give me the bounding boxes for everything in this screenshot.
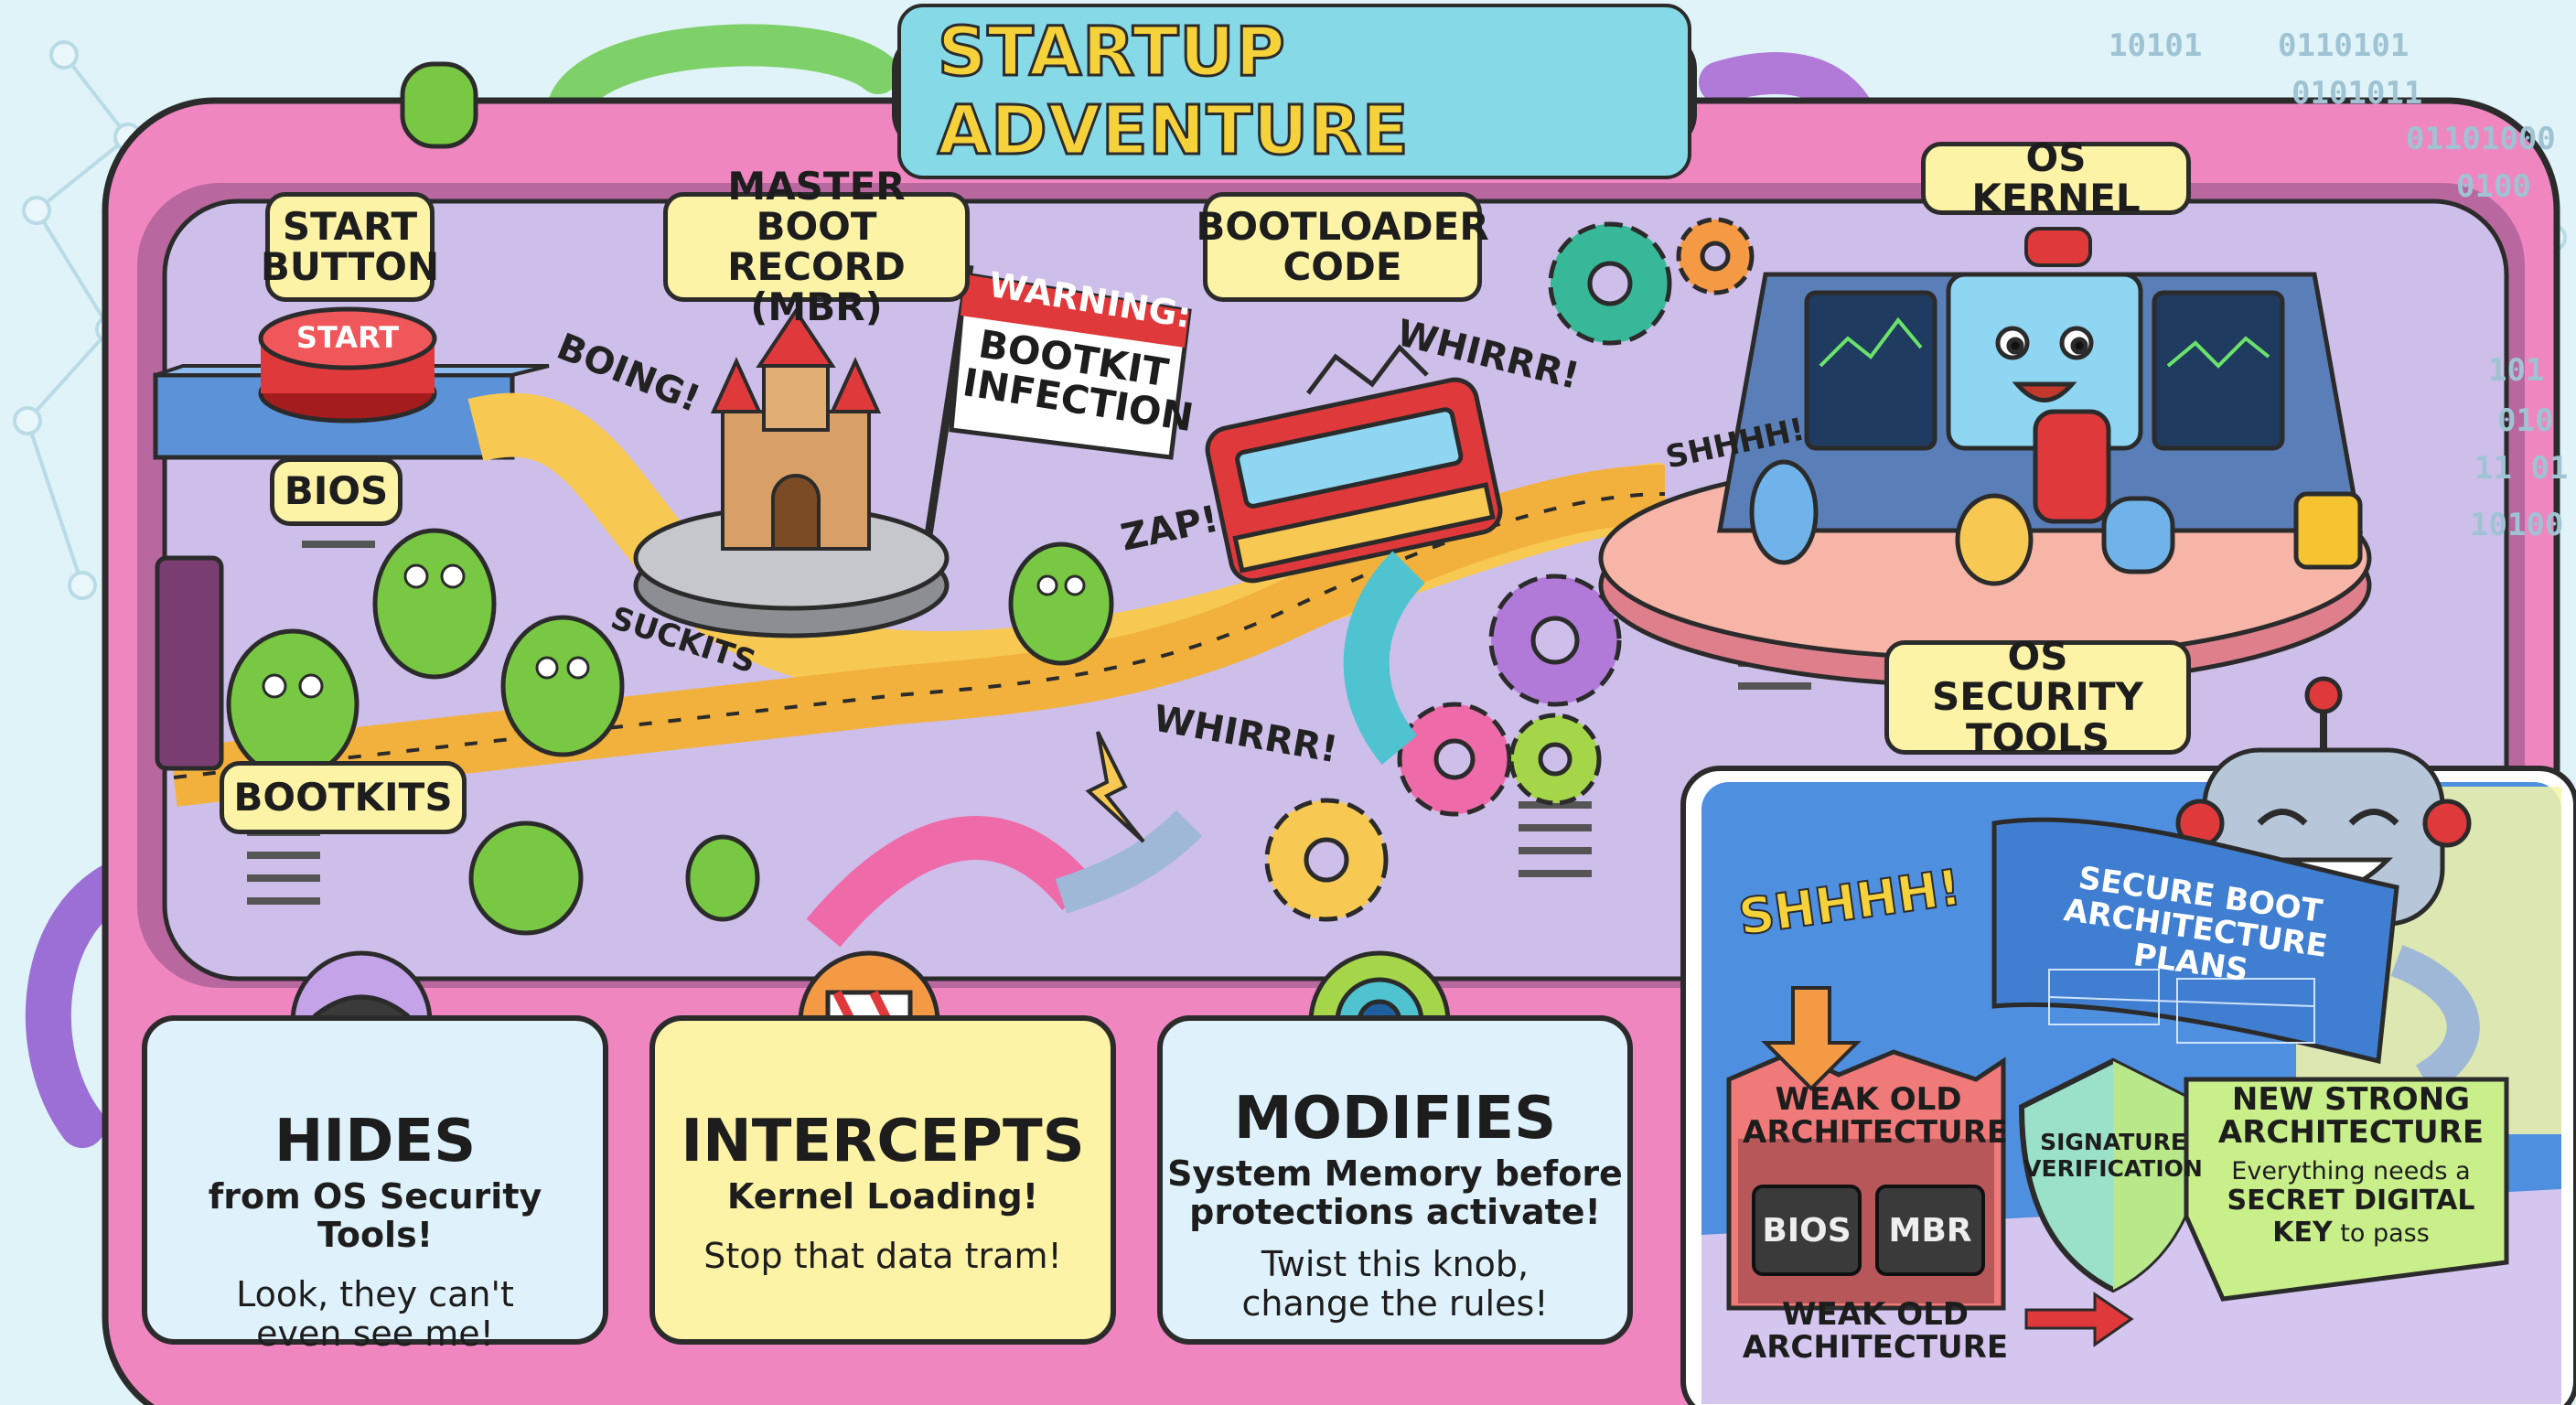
- binary-text-6: 101: [2488, 352, 2545, 389]
- binary-text-2: 0110101: [2278, 27, 2410, 64]
- pipe-top-left: [546, 24, 899, 131]
- monster-eyes: [262, 563, 1086, 699]
- binary-text-4: 01101000: [2406, 121, 2556, 157]
- side-door: [155, 555, 224, 771]
- strong-architecture-desc: Everything needs a SECRET DIGITAL KEY to…: [2205, 1157, 2497, 1249]
- binary-text-9: 10100: [2470, 507, 2564, 543]
- start-button-top: [258, 306, 437, 370]
- card-modifies: MODIFIES System Memory before protection…: [1157, 1015, 1633, 1345]
- binary-text-3: 0101011: [2292, 75, 2423, 112]
- card-hides-quote: Look, they can't even see me!: [236, 1273, 514, 1355]
- shield-label: SIGNATURE VERIFICATION: [2023, 1129, 2203, 1182]
- strong-architecture-label: NEW STRONG ARCHITECTURE: [2217, 1081, 2485, 1151]
- right-arrow-icon: [2024, 1292, 2134, 1347]
- security-tool-characters: [1749, 409, 2363, 586]
- strong-architecture-block: [2184, 1077, 2509, 1302]
- card-hides-sub: from OS Security Tools!: [208, 1176, 542, 1255]
- barrier-icon: [800, 951, 938, 1089]
- card-intercepts: INTERCEPTS Kernel Loading! Stop that dat…: [649, 1015, 1116, 1345]
- blueprint: [1991, 817, 2399, 1065]
- label-start-button: START BUTTON: [261, 192, 439, 302]
- card-intercepts-heading: INTERCEPTS: [681, 1108, 1085, 1175]
- tube-bottom: [806, 816, 1097, 948]
- label-os-security-tools: OS SECURITY TOOLS: [1884, 637, 2191, 757]
- label-bootloader: BOOTLOADER CODE: [1196, 192, 1489, 302]
- green-light: [400, 61, 478, 149]
- page-title: STARTUP ADVENTURE: [937, 12, 1411, 172]
- binary-text-7: 010: [2497, 402, 2554, 439]
- binary-text-5: 0100: [2456, 168, 2531, 205]
- chip-bios: BIOS: [1752, 1185, 1862, 1276]
- label-os-kernel: OS KERNEL: [1921, 137, 2191, 219]
- card-modifies-quote: Twist this knob, change the rules!: [1241, 1243, 1549, 1325]
- binary-text-1: 10101: [2109, 27, 2203, 64]
- title-banner: STARTUP ADVENTURE: [892, 4, 1697, 179]
- tube-under-track: [1343, 551, 1426, 765]
- weak-architecture-bottom-label: WEAK OLD ARCHITECTURE: [1742, 1296, 2009, 1366]
- strong-tail-text: to pass: [2332, 1218, 2430, 1248]
- card-modifies-heading: MODIFIES: [1233, 1085, 1557, 1153]
- knob-icon: [1311, 951, 1448, 1089]
- start-key-text: START: [295, 320, 400, 355]
- strong-key-text: SECRET DIGITAL KEY: [2227, 1185, 2475, 1249]
- robot-arm: [1055, 810, 1203, 914]
- lightning-icon: [1085, 731, 1145, 843]
- card-intercepts-quote: Stop that data tram!: [703, 1235, 1062, 1276]
- down-arrow-icon: [1761, 986, 1862, 1091]
- pipe-left: [25, 855, 151, 1148]
- label-bios: BIOS: [270, 457, 402, 526]
- card-hides: HIDES from OS Security Tools! Look, they…: [142, 1015, 608, 1354]
- label-mbr: MASTER BOOT RECORD (MBR): [663, 166, 970, 327]
- weak-architecture-label: WEAK OLD ARCHITECTURE: [1743, 1081, 2009, 1151]
- card-modifies-sub: System Memory before protections activat…: [1167, 1153, 1623, 1232]
- data-tram: [1205, 344, 1503, 584]
- chip-mbr: MBR: [1875, 1185, 1985, 1276]
- strong-desc-text: Everything needs a: [2231, 1157, 2471, 1185]
- kernel-console: [1717, 272, 2363, 533]
- card-hides-heading: HIDES: [274, 1108, 477, 1175]
- castle-icon: [710, 307, 882, 551]
- card-intercepts-sub: Kernel Loading!: [726, 1176, 1039, 1217]
- gears: [1264, 217, 1755, 922]
- binary-text-8: 11 01: [2474, 450, 2569, 487]
- mask-icon: [293, 951, 430, 1089]
- label-bootkits: BOOTKITS: [220, 761, 467, 834]
- red-alarm: [2024, 227, 2092, 267]
